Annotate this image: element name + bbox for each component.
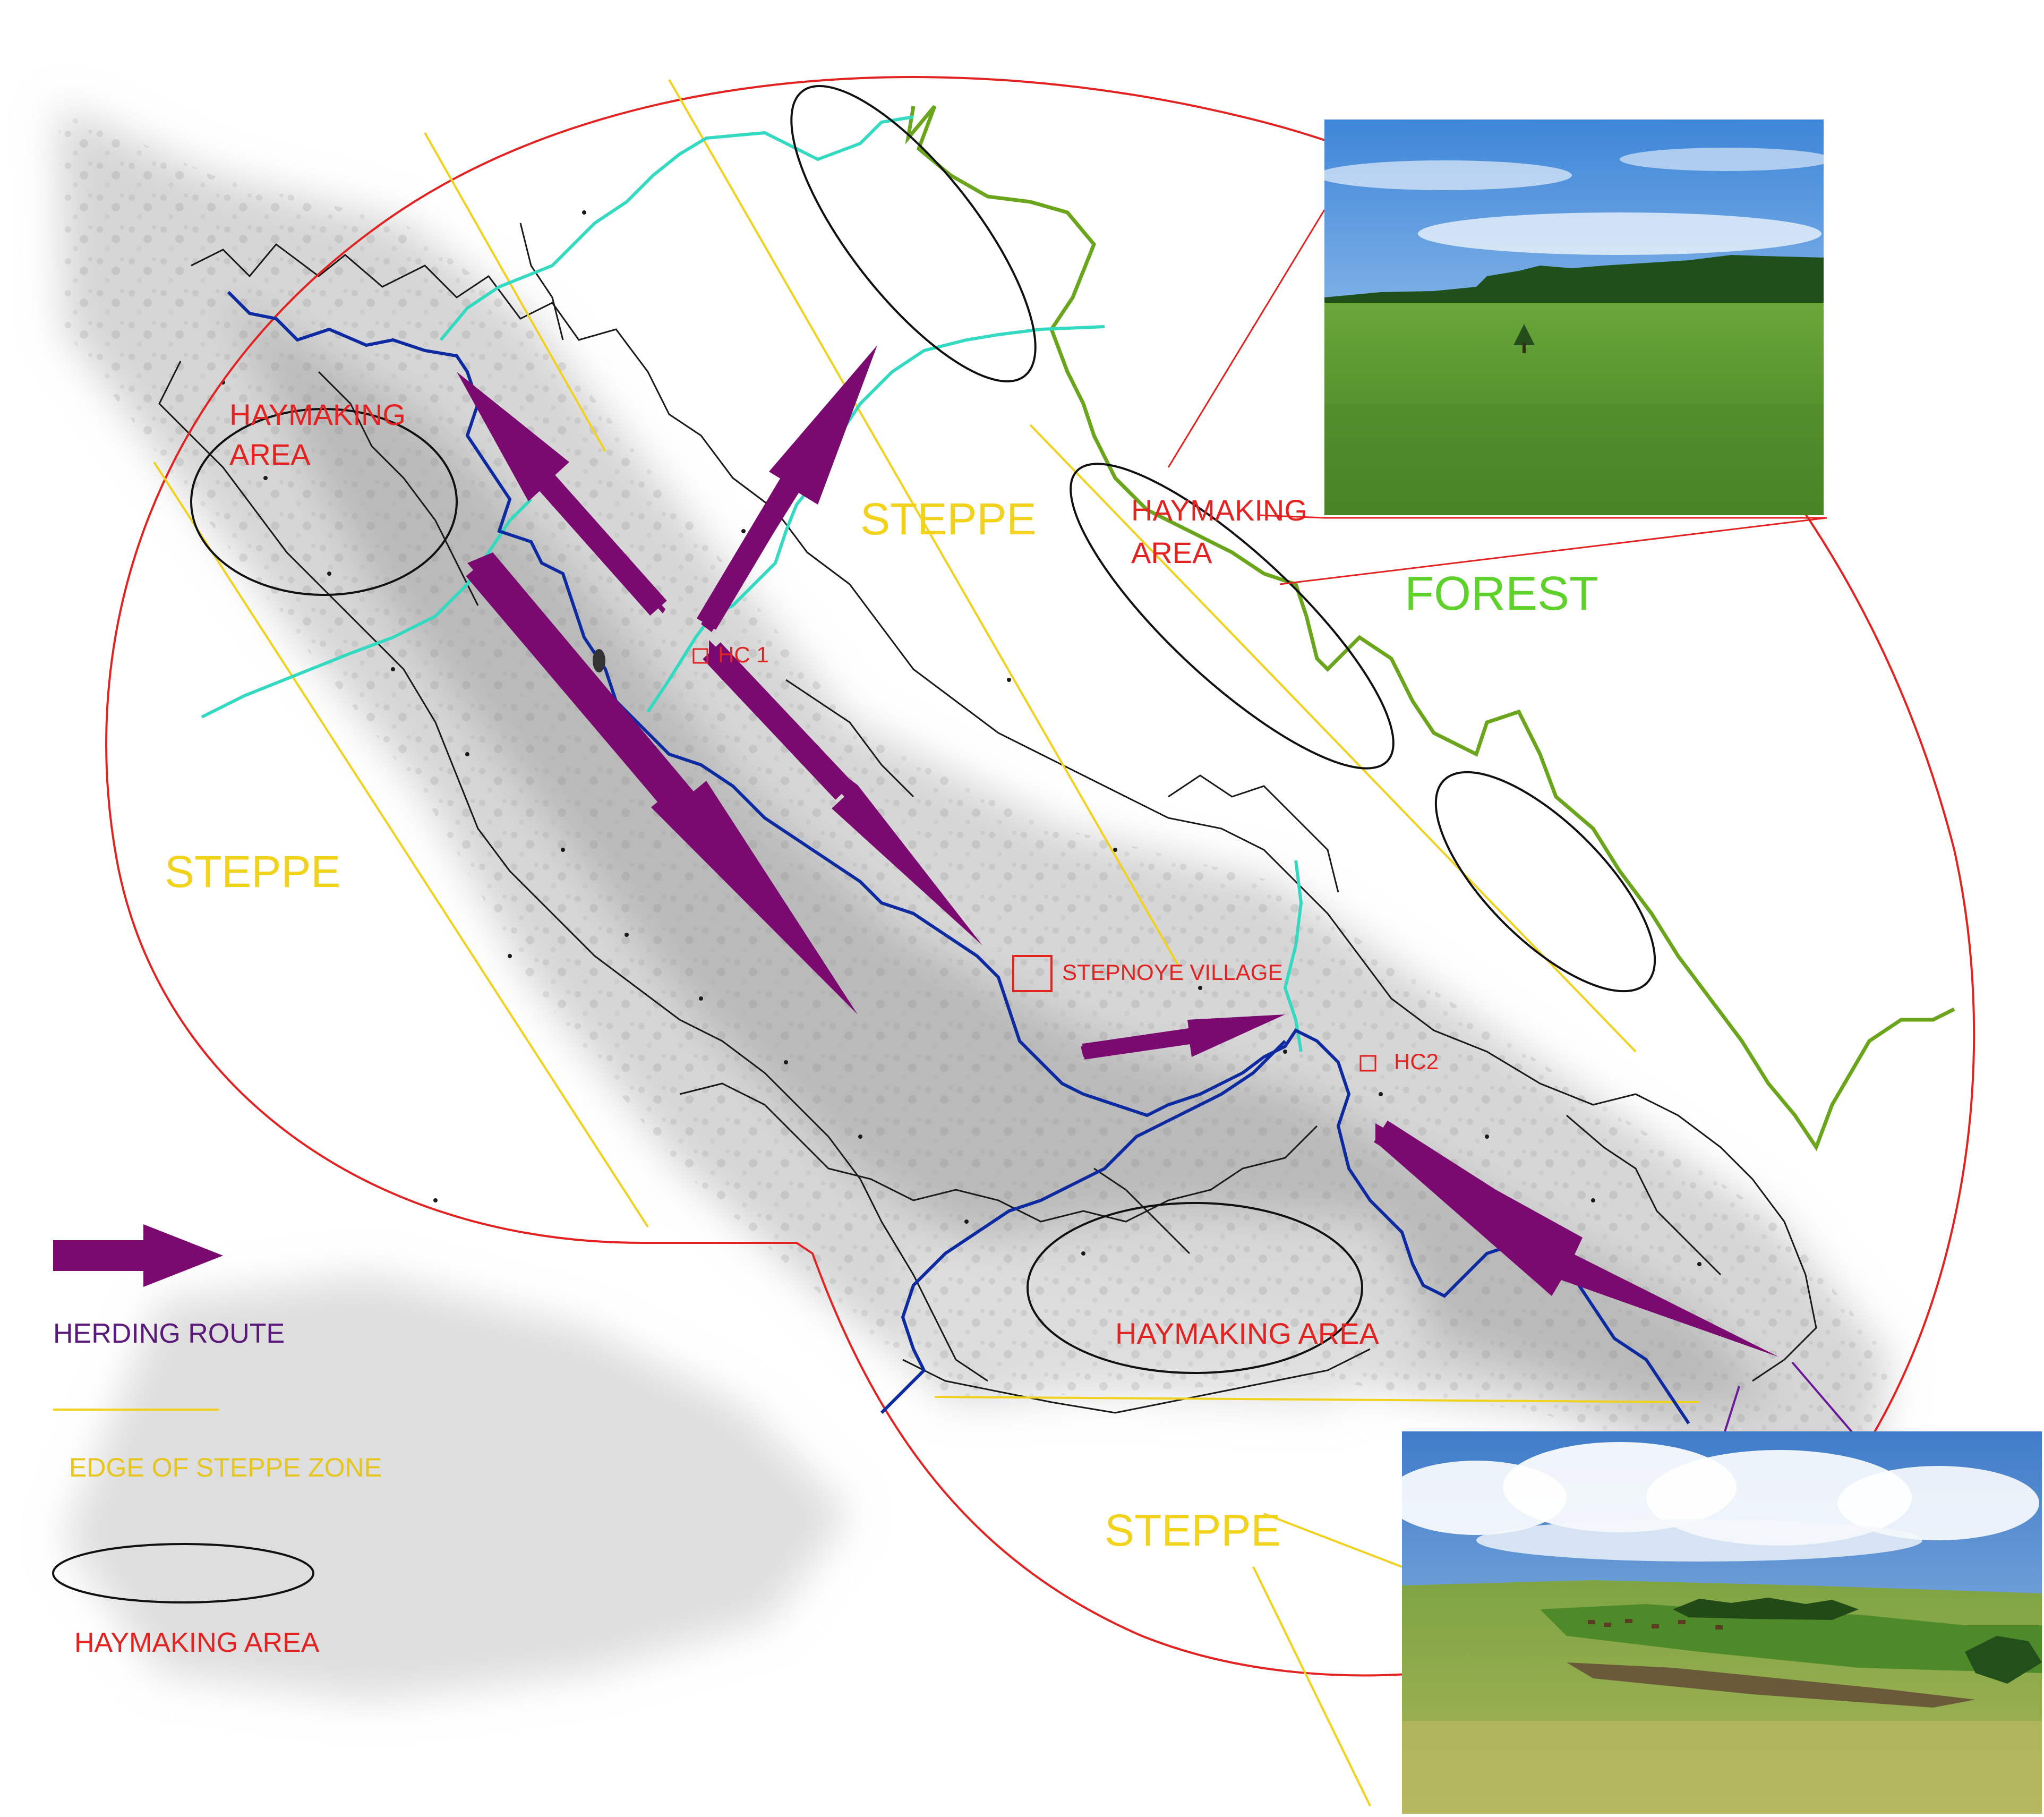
forest-label: FOREST [1405, 567, 1598, 620]
steppe-label-west: STEPPE [165, 847, 340, 897]
haymaking-area-ne [1070, 463, 1395, 770]
legend-steppe-edge-label: EDGE OF STEPPE ZONE [69, 1453, 382, 1482]
photo-callout-lines [1167, 209, 1827, 585]
haymaking-areas [190, 85, 1656, 1374]
haymaking-label-nw-line2: AREA [229, 438, 311, 471]
hc2-label: HC2 [1394, 1049, 1439, 1074]
river [227, 291, 1690, 1424]
village-marker [1012, 955, 1053, 992]
haymaking-label-south: HAYMAKING AREA [1115, 1317, 1380, 1350]
river-pool [593, 649, 605, 672]
steppe-herd-photo [1386, 1431, 2042, 1814]
hc2-marker [1359, 1055, 1376, 1072]
haymaking-area-s [1027, 1202, 1363, 1374]
steppe-zone-edges [153, 79, 1700, 1806]
haymaking-label-ne-line1: HAYMAKING [1131, 493, 1307, 527]
steppe-label-south: STEPPE [1105, 1505, 1280, 1555]
steppe-label-north: STEPPE [860, 494, 1036, 544]
haymaking-label-ne-line2: AREA [1131, 536, 1212, 569]
forest-meadow-photo [1317, 120, 1832, 515]
legend-haymaking-label: HAYMAKING AREA [74, 1627, 320, 1658]
legend: HERDING ROUTE EDGE OF STEPPE ZONE HAYMAK… [52, 1224, 382, 1658]
legend-herding-arrow [53, 1224, 223, 1287]
legend-herding-label: HERDING ROUTE [53, 1318, 285, 1349]
herding-route-shafts [466, 433, 1579, 1265]
haymaking-area-n [790, 85, 1037, 382]
forest-edge [905, 105, 1955, 1151]
hc1-label: HC 1 [718, 642, 769, 667]
contour-lines [158, 223, 1817, 1414]
river-tributary [880, 1039, 1287, 1414]
haymaking-area-e [1434, 771, 1656, 993]
haymaking-label-nw-line1: HAYMAKING [229, 398, 406, 431]
village-label: STEPNOYE VILLAGE [1062, 960, 1283, 985]
hc1-marker [692, 648, 708, 664]
legend-haymaking-ellipse [52, 1543, 314, 1603]
haymaking-area-nw [190, 408, 458, 596]
